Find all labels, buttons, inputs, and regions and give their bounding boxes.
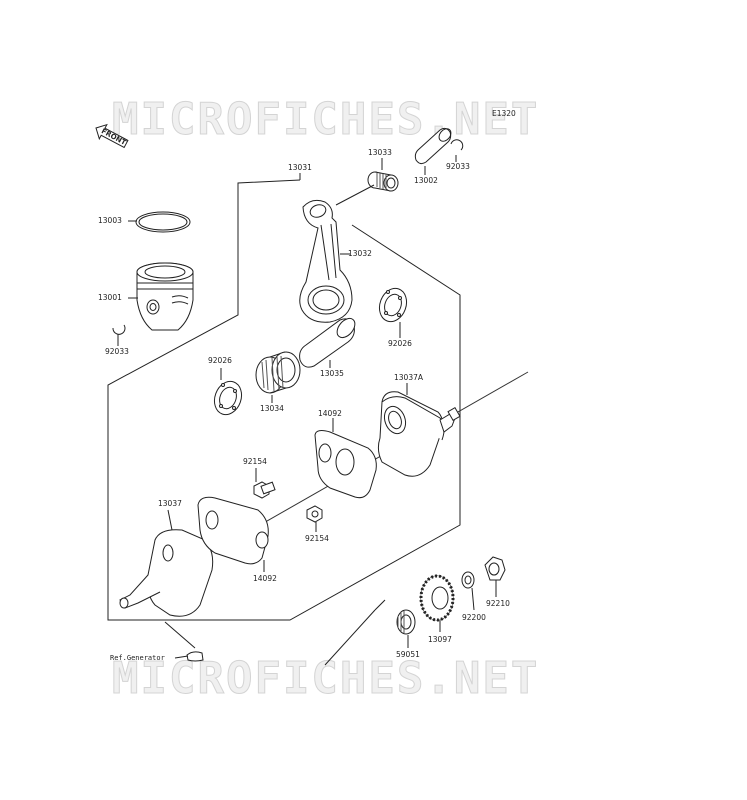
part-13002: 13002: [414, 176, 438, 185]
piston: [136, 262, 194, 331]
crank-web-bottom: [197, 496, 269, 565]
part-13035: 13035: [320, 369, 344, 378]
front-arrow-icon: [95, 123, 129, 149]
part-13097: 13097: [428, 635, 452, 644]
diagram-code: E1320: [492, 109, 516, 118]
needle-bearing-top: [367, 171, 399, 192]
circlip-left: [112, 324, 126, 335]
part-13003: 13003: [98, 216, 122, 225]
thrust-washer-left: [213, 380, 243, 416]
crank-half-left: [119, 529, 214, 617]
washer: [461, 571, 475, 589]
part-13001: 13001: [98, 293, 122, 302]
part-92200: 92200: [462, 613, 486, 622]
part-92154-bottom: 92154: [305, 534, 329, 543]
ref-generator-label: Ref.Generator: [110, 654, 165, 662]
part-92026-right: 92026: [388, 339, 412, 348]
woodruff-key: [186, 651, 204, 662]
watermark-bottom: MICROFICHES.NET: [111, 653, 540, 704]
nut: [484, 556, 506, 581]
connecting-rod: [299, 199, 353, 323]
circlip-top: [450, 139, 464, 151]
part-92033-top: 92033: [446, 162, 470, 171]
piston-pin: [414, 127, 452, 165]
crank-half-right: [377, 391, 461, 477]
part-13037: 13037: [158, 499, 182, 508]
part-92033-left: 92033: [105, 347, 129, 356]
watermark-top: MICROFICHES.NET: [111, 94, 540, 145]
thrust-washer-right: [378, 287, 408, 323]
part-13034: 13034: [260, 404, 284, 413]
ball-bearing: [396, 609, 416, 635]
part-92026-left: 92026: [208, 356, 232, 365]
primary-gear: [419, 574, 455, 622]
part-13032: 13032: [348, 249, 372, 258]
part-92210: 92210: [486, 599, 510, 608]
part-13033: 13033: [368, 148, 392, 157]
part-14092-bottom: 14092: [253, 574, 277, 583]
piston-ring: [135, 211, 191, 233]
part-92154-top: 92154: [243, 457, 267, 466]
crank-pin: [299, 317, 356, 368]
needle-bearing-big: [255, 351, 301, 394]
part-14092-top: 14092: [318, 409, 342, 418]
bolt-top: [253, 481, 276, 499]
part-13037a: 13037A: [394, 373, 423, 382]
part-59051: 59051: [396, 650, 420, 659]
part-13031: 13031: [288, 163, 312, 172]
bolt-bottom: [306, 505, 323, 523]
crank-web-top: [314, 430, 377, 499]
assembly-outline: [107, 179, 461, 621]
